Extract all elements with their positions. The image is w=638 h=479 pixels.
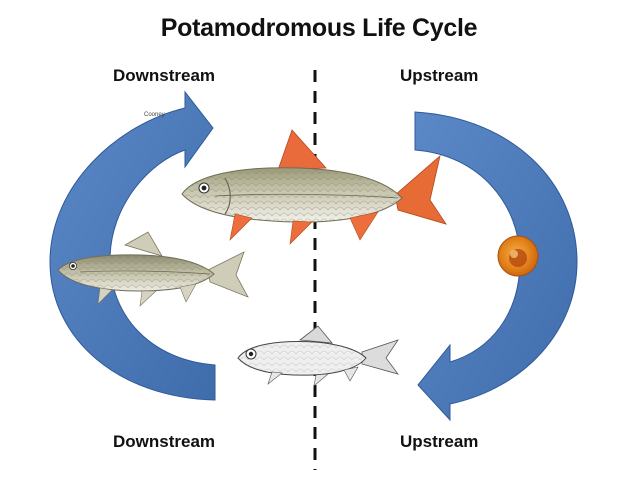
adult-fish-icon	[181, 129, 447, 245]
image-credit: Cooney	[144, 112, 165, 118]
juvenile-fish-icon	[57, 231, 249, 307]
diagram-title: Potamodromous Life Cycle	[160, 14, 478, 42]
egg-icon	[497, 235, 539, 277]
label-upstream-top: Upstream	[400, 66, 479, 85]
label-downstream-bottom: Downstream	[113, 432, 216, 451]
right-cycle-arrow	[414, 111, 578, 422]
left-cycle-arrow	[49, 90, 216, 401]
label-downstream-top: Downstream	[113, 66, 216, 85]
larval-fish-icon	[237, 325, 400, 387]
label-upstream-bottom: Upstream	[400, 432, 479, 451]
